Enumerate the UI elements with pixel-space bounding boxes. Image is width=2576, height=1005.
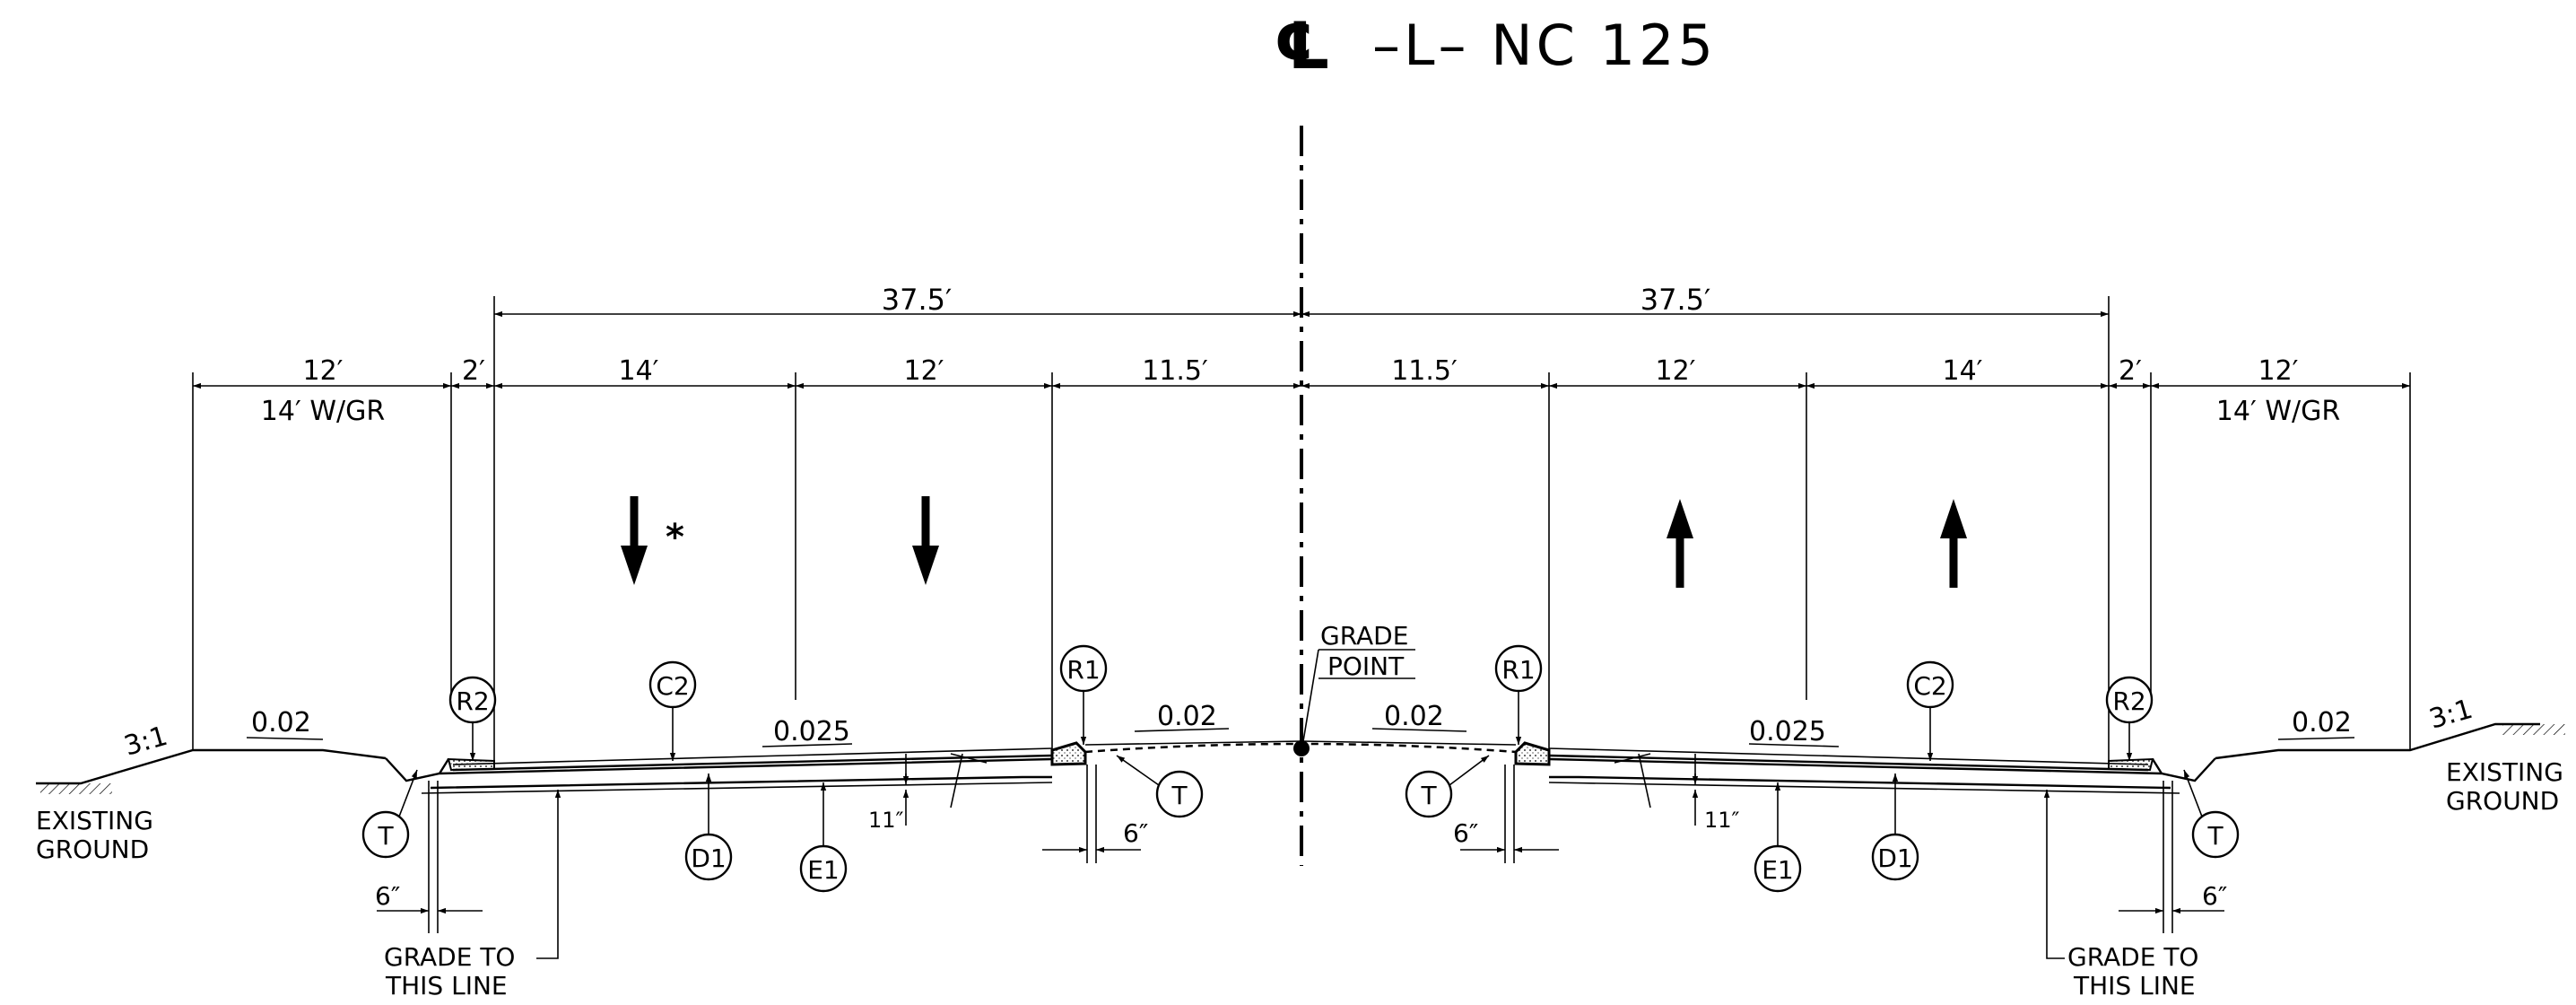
svg-text:D1: D1 — [1877, 843, 1912, 873]
left-median-curb — [1050, 741, 1087, 766]
six-inch-dims: 6″ 6″ 6″ 6″ — [375, 765, 2227, 933]
lane-arrows: * — [621, 496, 1967, 588]
svg-text:T: T — [377, 821, 394, 851]
callouts: R2 C2 R1 R1 C2 R2 — [361, 644, 2240, 893]
dim-right-outer-lane: 14′ — [1943, 355, 1983, 387]
svg-text:6″: 6″ — [1453, 818, 1478, 848]
existing-ground-left: EXISTING GROUND — [36, 806, 153, 864]
svg-text:11″: 11″ — [1704, 808, 1740, 833]
pavement-section — [385, 740, 2216, 808]
eleven-inch-dims: 11″ 11″ — [868, 754, 1740, 833]
svg-text:C2: C2 — [656, 671, 689, 701]
svg-text:6″: 6″ — [1123, 818, 1148, 848]
dim-right-gutter: 2′ — [2119, 355, 2142, 387]
slope-labels: 3:1 0.02 0.025 0.02 0.02 0.025 0.02 3:1 — [121, 694, 2476, 763]
svg-text:E1: E1 — [807, 855, 840, 885]
svg-text:T: T — [2206, 821, 2224, 851]
dim-left-shoulder-gr: 14′ W/GR — [261, 396, 385, 427]
svg-text:R1: R1 — [1501, 655, 1535, 685]
callout-t-right-outer: T — [2183, 769, 2240, 859]
svg-text:R2: R2 — [456, 686, 489, 716]
svg-text:GRADE TO: GRADE TO — [2067, 942, 2198, 972]
grade-point-label: GRADE POINT — [1302, 621, 1415, 742]
existing-ground-right: EXISTING GROUND — [2446, 757, 2563, 816]
slope-right-shoulder: 0.02 — [2292, 707, 2352, 738]
dim-left-half: 37.5′ — [882, 283, 953, 317]
title-text: –L– NC 125 — [1372, 13, 1717, 78]
dim-left-outer-lane: 14′ — [619, 355, 659, 387]
segment-dimensions: 12′ 14′ W/GR 2′ 14′ 12′ 11.5′ 11.5′ 12′ … — [192, 355, 2411, 749]
right-ground-line — [2215, 722, 2540, 760]
svg-text:POINT: POINT — [1327, 651, 1405, 681]
callout-e1-right: E1 — [1754, 782, 1802, 893]
svg-text:GRADE: GRADE — [1320, 621, 1408, 651]
callout-t-right-median: T — [1405, 755, 1490, 818]
svg-text:R2: R2 — [2112, 686, 2145, 716]
right-curb-gutter — [2108, 757, 2154, 772]
left-ground-hatch — [40, 783, 112, 794]
callout-r2-left: R2 — [448, 676, 497, 761]
svg-text:T: T — [1420, 781, 1437, 810]
grade-to-line-right: GRADE TO THIS LINE — [2043, 790, 2198, 1001]
svg-text:C2: C2 — [1913, 671, 1946, 701]
callout-r2-right: R2 — [2105, 676, 2154, 761]
up-arrow-icon — [1667, 499, 1693, 588]
callout-e1-left: E1 — [799, 782, 848, 893]
slope-left-travel: 0.025 — [773, 716, 850, 747]
svg-text:E1: E1 — [1762, 855, 1794, 885]
svg-text:EXISTING: EXISTING — [36, 806, 153, 835]
svg-text:6″: 6″ — [2202, 881, 2227, 911]
callout-t-left-outer: T — [361, 769, 418, 859]
callout-d1-right: D1 — [1871, 773, 1919, 881]
slope-left-shoulder: 0.02 — [251, 707, 311, 738]
svg-text:GROUND: GROUND — [36, 835, 149, 864]
callout-r1-left: R1 — [1059, 644, 1108, 745]
grade-point-marker — [1293, 740, 1310, 756]
callout-t-left-median: T — [1116, 755, 1204, 818]
ground-and-slopes — [36, 722, 2565, 794]
svg-text:THIS LINE: THIS LINE — [385, 971, 508, 1001]
dim-left-gutter: 2′ — [462, 355, 485, 387]
svg-text:T: T — [1171, 781, 1188, 810]
slope-right-side: 3:1 — [2426, 694, 2476, 736]
drawing-title: ℄ –L– NC 125 — [1274, 8, 1717, 83]
centerline-symbol: ℄ — [1274, 8, 1332, 83]
slope-left-side: 3:1 — [121, 721, 171, 763]
svg-text:6″: 6″ — [375, 881, 400, 911]
dim-left-shoulder: 12′ — [303, 355, 344, 387]
dim-left-median: 11.5′ — [1142, 355, 1208, 387]
callout-c2-right: C2 — [1906, 660, 1954, 761]
down-arrow-icon — [621, 496, 648, 585]
down-arrow-icon — [912, 496, 939, 585]
svg-text:D1: D1 — [691, 843, 726, 873]
slope-right-travel: 0.025 — [1749, 716, 1826, 747]
slope-right-median: 0.02 — [1384, 701, 1444, 732]
slope-left-median: 0.02 — [1157, 701, 1217, 732]
callout-d1-left: D1 — [684, 773, 733, 881]
svg-text:GROUND: GROUND — [2446, 786, 2559, 816]
svg-text:THIS LINE: THIS LINE — [2073, 971, 2196, 1001]
callout-c2-left: C2 — [648, 660, 697, 761]
dim-right-shoulder: 12′ — [2258, 355, 2299, 387]
left-ground-line — [36, 748, 387, 785]
dim-right-median: 11.5′ — [1391, 355, 1458, 387]
left-curb-gutter — [447, 757, 495, 772]
svg-text:11″: 11″ — [868, 808, 904, 833]
lane-note-asterisk: * — [666, 517, 684, 558]
svg-text:GRADE TO: GRADE TO — [384, 942, 515, 972]
right-median-curb — [1514, 741, 1551, 766]
callout-r1-right: R1 — [1494, 644, 1543, 745]
dim-right-half: 37.5′ — [1640, 283, 1711, 317]
dim-left-inner-lane: 12′ — [904, 355, 944, 387]
svg-text:EXISTING: EXISTING — [2446, 757, 2563, 787]
half-section-dimensions: 37.5′ 37.5′ — [493, 283, 2110, 763]
up-arrow-icon — [1940, 499, 1967, 588]
svg-text:R1: R1 — [1066, 655, 1100, 685]
dim-right-shoulder-gr: 14′ W/GR — [2216, 396, 2340, 427]
grade-to-line-left: GRADE TO THIS LINE — [384, 790, 561, 1001]
dim-right-inner-lane: 12′ — [1656, 355, 1696, 387]
right-ground-hatch — [2502, 724, 2565, 735]
